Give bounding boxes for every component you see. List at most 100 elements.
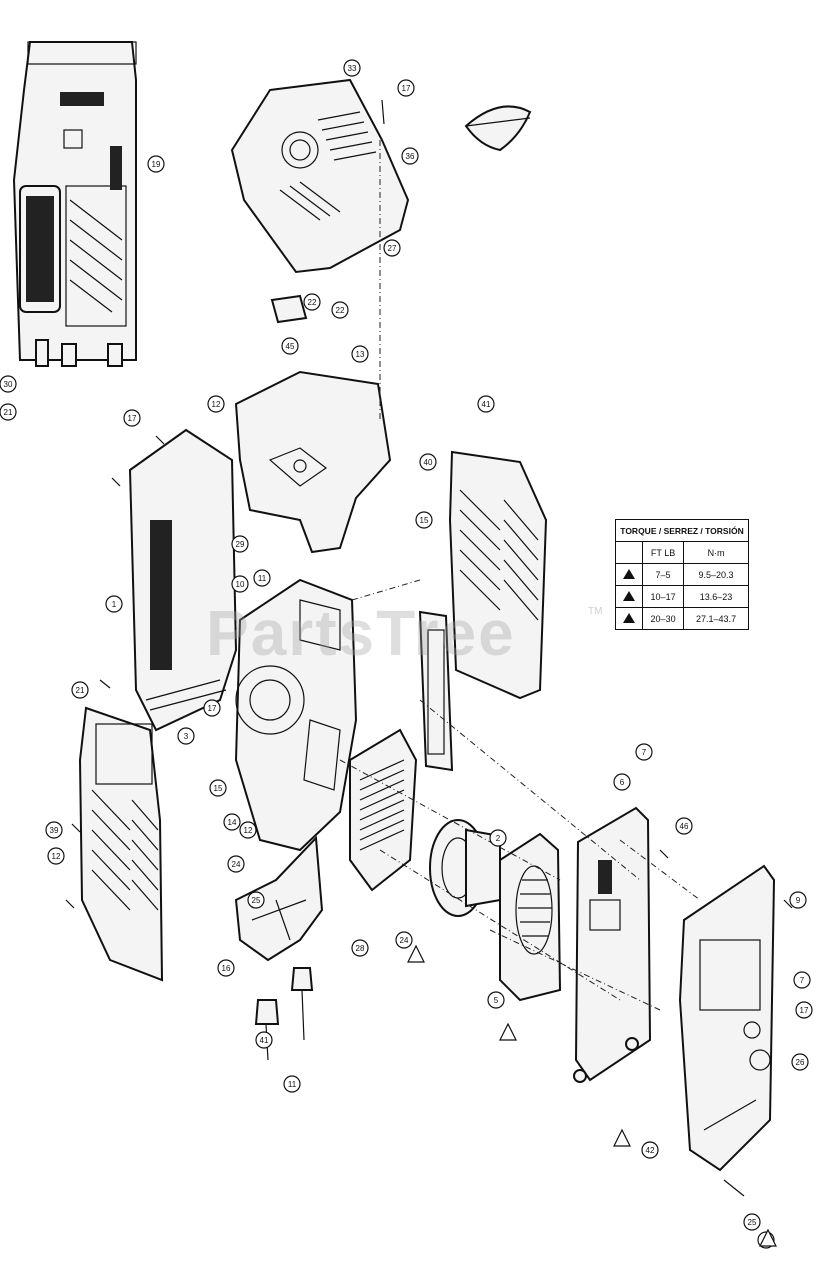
warning-triangle-icon [615,585,643,608]
part-callout: 26 [791,1053,809,1071]
part-callout: 25 [247,891,265,909]
svg-text:42: 42 [646,1146,655,1155]
svg-text:41: 41 [260,1036,269,1045]
part-callout: 42 [641,1141,659,1159]
svg-text:25: 25 [748,1218,757,1227]
part-callout: 15 [209,779,227,797]
left-side-panel [128,428,238,732]
svg-text:15: 15 [420,516,429,525]
part-callout: 7 [635,743,653,761]
front-cover [78,706,164,982]
svg-text:39: 39 [50,826,59,835]
part-callout: 5 [487,991,505,1009]
part-callout: 24 [395,931,413,949]
part-callout: 41 [255,1031,273,1049]
part-callout: 17 [203,699,221,717]
svg-text:7: 7 [800,976,805,985]
control-panel-side [678,864,776,1172]
warning-triangle-icon [615,563,643,586]
part-callout: 17 [397,79,415,97]
svg-text:12: 12 [244,826,253,835]
svg-text:25: 25 [252,896,261,905]
part-callout: 45 [281,337,299,355]
svg-text:2: 2 [496,834,501,843]
svg-text:11: 11 [258,574,267,583]
rotor [429,819,501,917]
svg-text:26: 26 [796,1058,805,1067]
warning-triangle-icon [615,607,643,630]
torque-row: 20–30 27.1–43.7 [615,607,749,630]
part-callout: 22 [331,301,349,319]
torque-table-header: TORQUE / SERREZ / TORSIÓN [615,519,749,542]
part-callout: 17 [123,409,141,427]
top-cover [230,78,410,324]
torque-ftlb-value: 10–17 [641,585,685,608]
svg-text:10: 10 [236,580,245,589]
part-callout: 24 [227,855,245,873]
part-callout: 13 [351,345,369,363]
torque-table-corner [615,541,643,564]
torque-row: 10–17 13.6–23 [615,585,749,608]
part-callout: 9 [789,891,807,909]
svg-text:11: 11 [288,1080,297,1089]
torque-nm-value: 27.1–43.7 [683,607,749,630]
rear-panel [448,450,548,700]
svg-text:16: 16 [222,964,231,973]
svg-text:1: 1 [112,600,117,609]
svg-text:33: 33 [348,64,357,73]
part-callout: 15 [415,511,433,529]
svg-text:41: 41 [482,400,491,409]
part-callout: 12 [239,821,257,839]
svg-text:24: 24 [400,936,409,945]
svg-text:12: 12 [52,852,61,861]
svg-text:17: 17 [402,84,411,93]
warning-triangle-icon [759,1228,777,1247]
part-callout: 28 [351,939,369,957]
part-callout: 3 [177,727,195,745]
part-callout: 22 [303,293,321,311]
part-callout: 11 [283,1075,301,1093]
part-callout: 7 [793,971,811,989]
svg-text:17: 17 [800,1006,809,1015]
part-callout: 21 [71,681,89,699]
svg-text:27: 27 [388,244,397,253]
part-callout: 12 [47,847,65,865]
part-callout: 30 [0,375,17,393]
part-callout: 36 [401,147,419,165]
part-callout: 29 [231,535,249,553]
fan-shroud [499,832,562,1002]
svg-text:17: 17 [208,704,217,713]
hardware-screws [65,99,793,1197]
svg-text:21: 21 [4,408,13,417]
svg-text:24: 24 [232,860,241,869]
part-callout: 12 [207,395,225,413]
part-callout: 17 [795,1001,813,1019]
svg-text:14: 14 [228,818,237,827]
stator-housing [349,728,418,892]
part-callout: 41 [477,395,495,413]
svg-text:36: 36 [406,152,415,161]
part-callout: 25 [743,1213,761,1231]
part-callout: 27 [383,239,401,257]
svg-text:15: 15 [214,784,223,793]
svg-text:9: 9 [796,896,801,905]
watermark: PartsTree [206,597,516,669]
engine-mount [234,835,324,962]
torque-ftlb-value: 20–30 [641,607,685,630]
svg-text:19: 19 [152,160,161,169]
torque-nm-value: 13.6–23 [683,585,749,608]
torque-table: TORQUE / SERREZ / TORSIÓN FT LB N·m 7–5 … [615,519,749,630]
svg-text:28: 28 [356,944,365,953]
part-callout: 16 [217,959,235,977]
tank-tray [234,370,392,554]
part-callout: 19 [147,155,165,173]
assembly-lines [339,140,701,1011]
part-callout: 11 [253,569,271,587]
svg-text:13: 13 [356,350,365,359]
part-callout: 1 [105,595,123,613]
svg-text:45: 45 [286,342,295,351]
part-callout: 40 [419,453,437,471]
svg-text:7: 7 [642,748,647,757]
torque-col-nm: N·m [683,541,749,564]
